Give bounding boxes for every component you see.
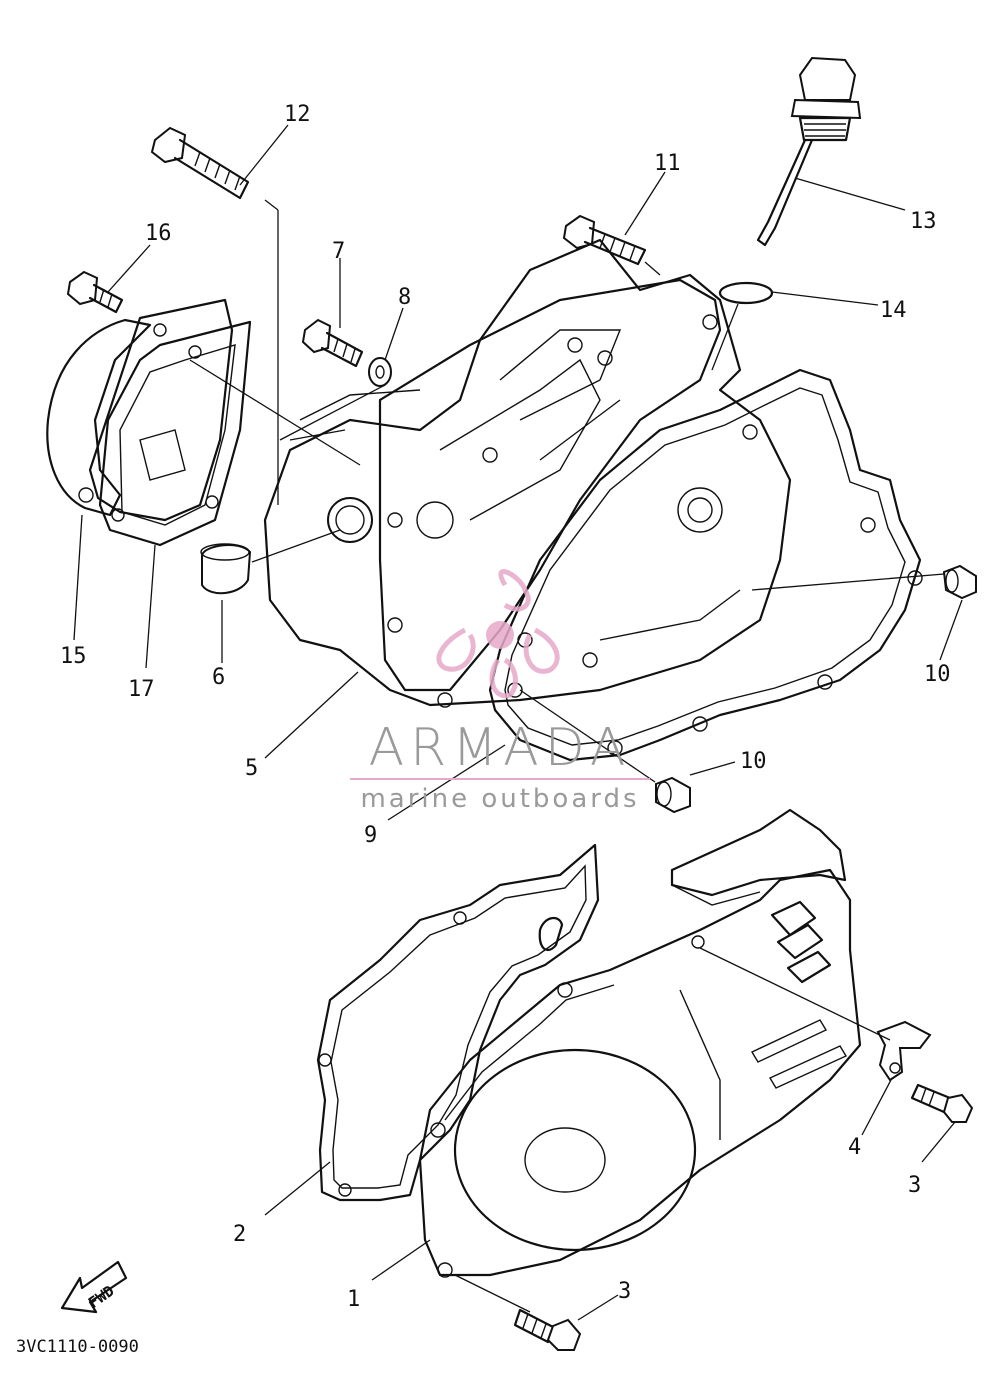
callout-14: 14 <box>880 298 907 323</box>
callout-10-lower: 10 <box>740 749 767 774</box>
crankcase-cover[interactable] <box>263 238 792 708</box>
screw-3-bottom[interactable] <box>513 1308 582 1351</box>
watermark-tagline: marine outboards <box>360 784 640 814</box>
crankcase-gasket[interactable] <box>488 368 923 762</box>
bolt-12[interactable] <box>150 126 250 200</box>
outer-cover-gasket[interactable] <box>316 843 600 1202</box>
callout-numbers: 1 2 3 3 4 5 6 7 8 9 10 10 11 12 13 14 15… <box>60 102 951 1312</box>
callout-15: 15 <box>60 644 87 669</box>
bolt-7[interactable] <box>301 318 364 368</box>
callout-5: 5 <box>245 756 258 781</box>
callout-9: 9 <box>364 823 377 848</box>
diagram-code: 3VC1110-0090 <box>16 1337 139 1357</box>
callout-4: 4 <box>848 1135 861 1160</box>
washer-8[interactable] <box>368 357 392 387</box>
callout-2: 2 <box>233 1222 246 1247</box>
callout-3-bottom: 3 <box>618 1279 631 1304</box>
outer-crankcase-cover[interactable] <box>418 808 862 1278</box>
callout-3-right: 3 <box>908 1173 921 1198</box>
watermark-divider <box>350 778 650 780</box>
watermark-brand: ARMADA <box>368 718 632 778</box>
callout-1: 1 <box>347 1287 360 1312</box>
callout-11: 11 <box>654 151 681 176</box>
o-ring[interactable] <box>718 281 774 305</box>
screw-3-right[interactable] <box>910 1083 974 1123</box>
bolt-16[interactable] <box>66 270 124 314</box>
callout-13: 13 <box>910 209 937 234</box>
callout-8: 8 <box>398 285 411 310</box>
callout-17: 17 <box>128 677 155 702</box>
clamp-4[interactable] <box>876 1020 932 1082</box>
dowel-pin-10-lower[interactable] <box>655 776 691 814</box>
dowel-pin-10-upper[interactable] <box>942 564 977 600</box>
oil-pump-cover[interactable] <box>46 298 234 522</box>
callout-12: 12 <box>284 102 311 127</box>
callout-7: 7 <box>332 239 345 264</box>
callout-6: 6 <box>212 665 225 690</box>
plug-6[interactable] <box>200 543 252 595</box>
fwd-arrow-icon: FWD <box>60 1260 128 1314</box>
oil-pump-cover-gasket[interactable] <box>98 320 252 547</box>
leader-lines <box>73 124 963 1321</box>
callout-16: 16 <box>145 221 172 246</box>
callout-10-upper: 10 <box>924 662 951 687</box>
armada-logo-icon <box>436 569 560 699</box>
oil-dipstick[interactable] <box>756 56 862 247</box>
